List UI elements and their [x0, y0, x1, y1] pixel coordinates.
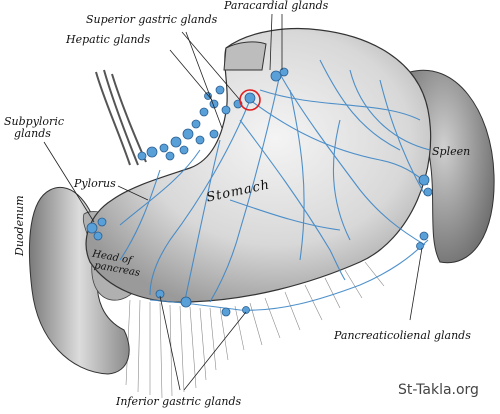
- leader-lines: [43, 13, 423, 391]
- hepatic-vessels: [95, 69, 147, 166]
- watermark-text: St-Takla.org: [398, 382, 479, 398]
- label-subpyloric-line2: glands: [14, 127, 51, 140]
- label-subpyloric-line1: Subpyloric: [4, 115, 64, 128]
- lymph-nodes: [86, 67, 433, 317]
- duodenum-organ: [28, 186, 130, 375]
- label-spleen: Spleen: [432, 145, 471, 158]
- label-duodenum: Duodenum: [13, 195, 26, 256]
- label-hepatic-glands: Hepatic glands: [66, 33, 151, 46]
- lymph-vessel-network: [119, 59, 431, 311]
- label-paracardial-glands: Paracardial glands: [224, 0, 329, 12]
- label-inferior-gastric-glands: Inferior gastric glands: [116, 395, 242, 408]
- label-superior-gastric-glands: Superior gastric glands: [86, 13, 218, 26]
- esophagus: [223, 41, 267, 71]
- label-pancreaticolienal-glands: Pancreaticolienal glands: [334, 329, 471, 342]
- label-pylorus: Pylorus: [74, 177, 116, 190]
